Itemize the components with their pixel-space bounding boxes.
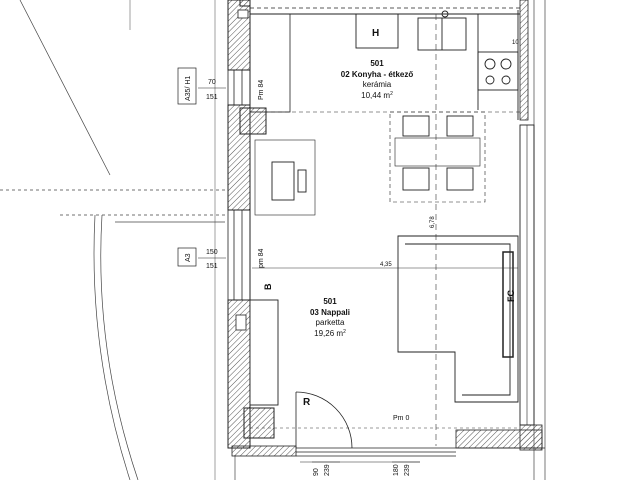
top-right-dimension-label: 10 bbox=[512, 40, 519, 46]
svg-text:239: 239 bbox=[404, 464, 411, 476]
window-dim-bottom: 151 bbox=[206, 263, 218, 270]
bottom-dimensions: 90 239 180 239 bbox=[312, 461, 420, 476]
room-number: 501 bbox=[323, 297, 337, 306]
sofa bbox=[397, 235, 519, 403]
svg-text:180: 180 bbox=[393, 464, 400, 476]
bottom-wall bbox=[231, 429, 545, 463]
window-lower bbox=[227, 209, 251, 301]
svg-text:239: 239 bbox=[324, 464, 331, 476]
window-dim-top: 70 bbox=[208, 79, 216, 86]
door-swing bbox=[295, 391, 353, 449]
window-sill-label: pm 84 bbox=[258, 248, 265, 268]
fan-coil-symbol: FC bbox=[506, 290, 516, 302]
dimension-lines bbox=[250, 14, 520, 446]
living-room-label: 501 03 Nappali parketta 19,26 m2 bbox=[310, 297, 350, 338]
window-sill-label: Pm 84 bbox=[258, 80, 265, 100]
room-name: 02 Konyha - étkező bbox=[341, 70, 414, 79]
room-name: 03 Nappali bbox=[310, 308, 350, 317]
room-area: 10,44 m2 bbox=[361, 91, 393, 100]
window-dim-bottom: 151 bbox=[206, 94, 218, 101]
terrace-outline bbox=[0, 0, 236, 480]
length-dimension-label: 6,78 bbox=[430, 216, 436, 228]
room-area: 19,26 m2 bbox=[314, 329, 346, 338]
right-wall bbox=[519, 0, 546, 480]
room-floor: parketta bbox=[316, 318, 345, 327]
window-tag-a3: A3 150 151 bbox=[177, 247, 226, 270]
window-upper bbox=[227, 69, 251, 106]
window-tag-a35: A35/ H1 70 151 bbox=[177, 67, 226, 105]
living-b-symbol: B bbox=[263, 283, 273, 290]
hob-symbol: H bbox=[372, 28, 379, 39]
door-level-label: Pm 0 bbox=[393, 415, 409, 422]
width-dimension-label: 4,35 bbox=[380, 262, 392, 268]
window-tag-text: A3 bbox=[185, 253, 192, 262]
svg-text:90: 90 bbox=[313, 468, 320, 476]
dining-table bbox=[389, 111, 486, 203]
room-number: 501 bbox=[370, 59, 384, 68]
kitchen-counter bbox=[355, 10, 519, 120]
left-wall bbox=[227, 0, 251, 449]
kitchen-room-label: 501 02 Konyha - étkező kerámia 10,44 m2 bbox=[341, 59, 414, 100]
tv-unit bbox=[249, 299, 279, 406]
room-floor: kerámia bbox=[363, 80, 392, 89]
desk bbox=[254, 139, 316, 216]
window-dim-top: 150 bbox=[206, 249, 218, 256]
radiator-symbol: R bbox=[303, 397, 311, 408]
window-tag-text: A35/ H1 bbox=[185, 76, 192, 101]
